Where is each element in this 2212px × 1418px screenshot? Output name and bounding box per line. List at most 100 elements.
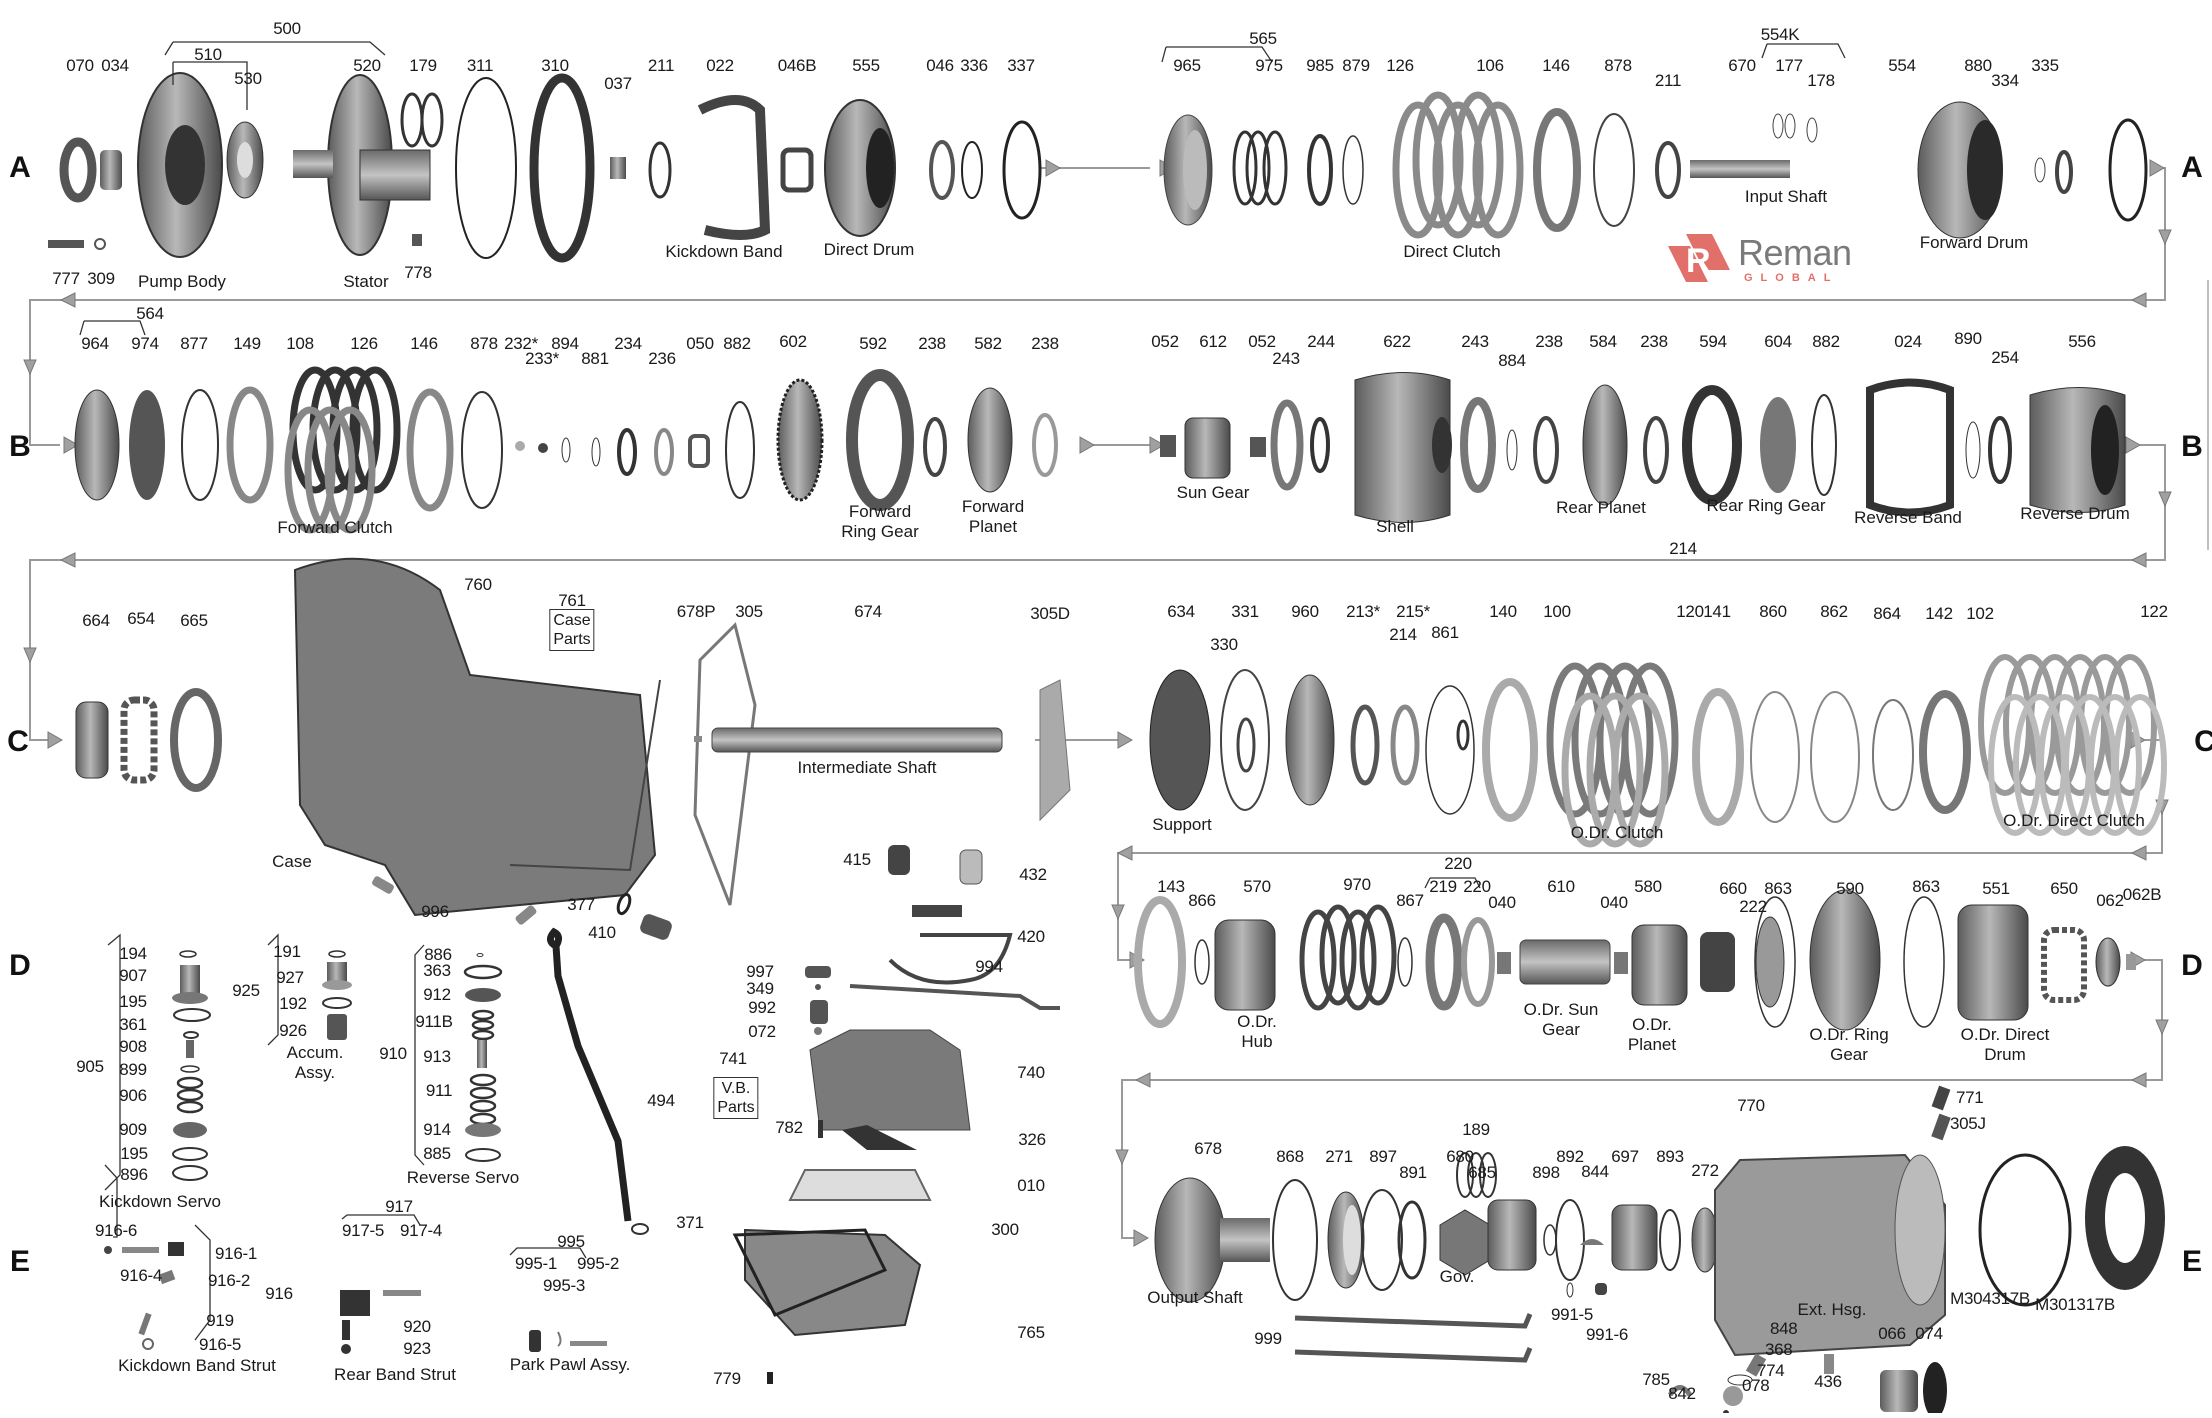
part-label: 126 [1386,56,1414,75]
part-label: 765 [1017,1323,1045,1342]
part-label: 770 [1737,1096,1765,1115]
part-label: 432 [1019,865,1047,884]
part-label: 530 [234,69,262,88]
part-label: 010 [1017,1176,1045,1195]
part-label: 911 [425,1081,453,1100]
component-name: Rear Band Strut [334,1365,456,1384]
part-label: 975 [1255,56,1283,75]
part-label: 238 [1031,334,1059,353]
part-label: 244 [1307,332,1335,351]
part-label: 410 [588,923,616,942]
part-label: 570 [1243,877,1271,896]
part-label: 778 [404,263,432,282]
part-label: 337 [1007,56,1035,75]
part-label: 741 [719,1049,747,1068]
part-label: 238 [918,334,946,353]
part-label: 300 [991,1220,1019,1239]
row-letter-a: A [9,151,31,184]
part-label: 774 [1757,1361,1785,1380]
part-label: 122 [2140,602,2168,621]
part-label: 565 [1249,29,1277,48]
box-line: Parts [553,631,591,648]
part-label: 555 [852,56,880,75]
row-e-left-parts [104,1242,607,1354]
part-label: 899 [119,1060,147,1079]
part-label: 882 [1812,332,1840,351]
part-label: 844 [1581,1162,1609,1181]
component-name: O.Dr. Clutch [1570,823,1664,842]
part-label: 520 [353,56,381,75]
part-label: 960 [1291,602,1319,621]
servo-parts [172,950,503,1181]
part-label: M304317B [1950,1289,2030,1308]
part-label: 867 [1396,891,1424,910]
component-name: Rear Ring Gear [1706,496,1826,515]
part-label: 650 [2050,879,2078,898]
part-label: 040 [1488,893,1516,912]
part-label: 923 [403,1339,431,1358]
component-name: Forward Drum [1919,233,2029,252]
part-label: 551 [1982,879,2010,898]
part-label: 335 [2031,56,2059,75]
reman-r-icon: R [1668,234,1730,282]
part-label: 678P [676,602,716,621]
part-label: 177 [1775,56,1803,75]
part-label: 584 [1589,332,1617,351]
part-label: 066 [1878,1324,1906,1343]
leader-lines [79,41,1846,1341]
part-label: 880 [1964,56,1992,75]
part-label: 622 [1383,332,1411,351]
part-label: 330 [1210,635,1238,654]
part-label: 052 [1151,332,1179,351]
part-label: 100 [1543,602,1571,621]
part-label: 864 [1873,604,1901,623]
part-label: 331 [1231,602,1259,621]
part-label: 072 [748,1022,776,1041]
part-label: 120 [1676,602,1704,621]
part-label: 037 [604,74,632,93]
component-name: Case [272,852,312,871]
case-parts-box[interactable]: Case Parts [549,609,595,651]
part-label: 309 [87,269,115,288]
row-letter-c-right: C [2194,725,2212,758]
part-label: 415 [843,850,871,869]
part-label: 995-3 [543,1276,585,1295]
part-label: 760 [464,575,492,594]
part-label: 882 [723,334,751,353]
part-label: 891 [1399,1163,1427,1182]
part-label: 494 [647,1091,675,1110]
part-label: 554 [1888,56,1916,75]
component-name: Kickdown Servo [99,1192,221,1211]
row-letter-c: C [7,725,29,758]
part-label: 892 [1556,1147,1584,1166]
box-line: Parts [717,1099,755,1116]
part-label: 046B [777,56,817,75]
group-label: 995 [557,1232,585,1251]
part-label: 594 [1699,332,1727,351]
part-label: 927 [276,968,304,987]
part-label: 881 [581,349,609,368]
part-label: 894 [551,334,579,353]
component-name: Forward Clutch [277,518,393,537]
component-name: Pump Body [138,272,226,291]
row-b-right-parts [1160,372,2126,523]
row-letter-d-right: D [2181,949,2203,982]
part-label: 665 [180,611,208,630]
component-name: Support [1152,815,1212,834]
component-name: O.Dr. Hub [1237,1012,1277,1051]
vb-parts-box[interactable]: V.B. Parts [713,1077,759,1119]
part-label: 074 [1915,1324,1943,1343]
part-label: 991-6 [1586,1325,1628,1344]
part-label: 914 [423,1120,451,1139]
part-label: 995-1 [515,1254,557,1273]
part-label: 034 [101,56,129,75]
component-name: Reverse Drum [2020,504,2130,523]
part-label: 179 [409,56,437,75]
part-label: 916-5 [199,1335,241,1354]
part-label: 897 [1369,1147,1397,1166]
part-label: 220 [1444,854,1472,873]
component-name: Reverse Servo [406,1168,520,1187]
part-label: 697 [1611,1147,1639,1166]
part-label: 916-6 [95,1221,137,1240]
